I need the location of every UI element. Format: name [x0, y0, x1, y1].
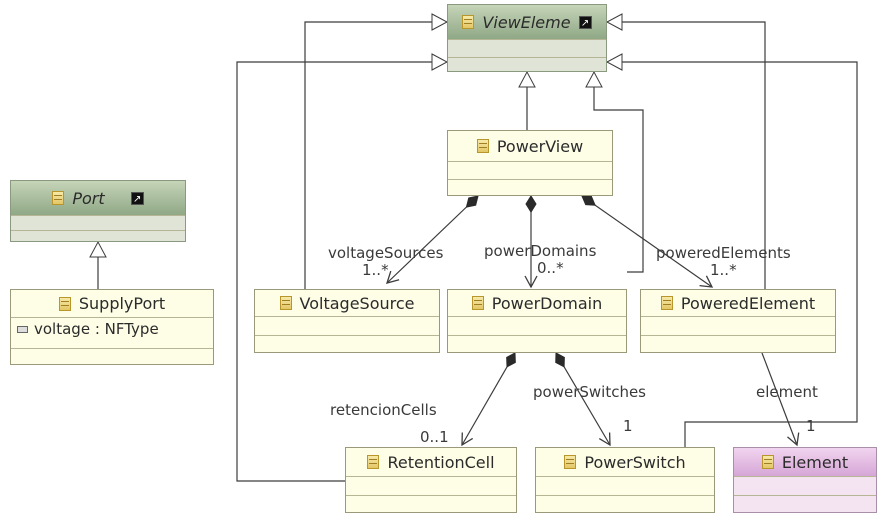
class-icon — [52, 191, 65, 205]
generalization-voltagesource — [304, 13, 449, 289]
class-name: PowerView — [496, 136, 584, 156]
class-icon — [564, 455, 577, 469]
operation-compartment — [734, 495, 876, 513]
class-name: VoltageSource — [299, 293, 415, 313]
generalization-poweredelement — [605, 13, 766, 289]
operation-compartment — [448, 179, 612, 196]
operation-compartment — [11, 348, 213, 364]
attribute-compartment — [536, 476, 714, 495]
class-icon — [476, 139, 489, 153]
operation-compartment — [11, 230, 185, 243]
class-name: SupplyPort — [78, 294, 166, 313]
mult-powerswitches: 1 — [623, 417, 633, 435]
mult-element: 1 — [806, 417, 816, 435]
class-retention-cell[interactable]: RetentionCell — [345, 447, 517, 513]
shortcut-icon: ↗ — [130, 191, 144, 205]
class-voltage-source[interactable]: VoltageSource — [254, 289, 440, 353]
class-icon — [660, 296, 673, 310]
attribute-voltage[interactable]: voltage : NFType — [11, 318, 213, 340]
attribute-compartment — [448, 316, 626, 335]
attribute-compartment — [346, 476, 516, 495]
role-voltagesources: voltageSources — [328, 244, 444, 262]
class-power-domain[interactable]: PowerDomain — [447, 289, 627, 353]
association-powerswitches — [555, 352, 611, 447]
generalization-retentioncell — [236, 53, 449, 482]
attribute-compartment: voltage : NFType — [11, 317, 213, 348]
association-retencioncells — [461, 352, 516, 447]
mult-retencioncells: 0..1 — [420, 428, 449, 446]
attribute-compartment — [448, 161, 612, 179]
operation-compartment — [448, 57, 606, 74]
class-icon — [471, 296, 484, 310]
class-view-element[interactable]: ViewEleme ↗ — [447, 4, 607, 72]
mult-voltagesources: 1..* — [362, 261, 389, 279]
class-name: PoweredElement — [680, 293, 816, 313]
operation-compartment — [346, 495, 516, 513]
role-poweredelements: poweredElements — [656, 244, 791, 262]
role-retencioncells: retencionCells — [330, 401, 437, 419]
operation-compartment — [255, 335, 439, 353]
association-element — [761, 352, 800, 447]
attribute-label: voltage : NFType — [34, 320, 159, 338]
class-icon — [279, 296, 292, 310]
operation-compartment — [641, 335, 835, 353]
operation-compartment — [448, 335, 626, 353]
role-powerswitches: powerSwitches — [533, 383, 646, 401]
class-name: Port — [72, 188, 105, 208]
attribute-icon — [17, 325, 28, 333]
class-name: PowerSwitch — [584, 452, 686, 472]
class-icon — [58, 296, 71, 311]
attribute-compartment — [255, 316, 439, 335]
class-icon — [761, 455, 774, 469]
attribute-compartment — [734, 476, 876, 495]
attribute-compartment — [448, 39, 606, 57]
association-voltagesources — [386, 195, 479, 284]
class-port[interactable]: Port ↗ — [10, 180, 186, 242]
shortcut-icon: ↗ — [578, 15, 592, 29]
association-poweredelements — [581, 195, 714, 288]
class-name: PowerDomain — [491, 293, 603, 313]
generalization-powerswitch — [605, 53, 858, 447]
role-element: element — [756, 383, 818, 401]
class-element[interactable]: Element — [733, 447, 877, 513]
class-power-switch[interactable]: PowerSwitch — [535, 447, 715, 513]
mult-poweredelements: 1..* — [710, 261, 737, 279]
class-name: Element — [781, 452, 849, 472]
class-power-view[interactable]: PowerView — [447, 130, 613, 196]
class-powered-element[interactable]: PoweredElement — [640, 289, 836, 353]
operation-compartment — [536, 495, 714, 513]
attribute-compartment — [11, 215, 185, 230]
class-name: RetentionCell — [387, 452, 495, 472]
class-supply-port[interactable]: SupplyPort voltage : NFType — [10, 289, 214, 365]
class-name: ViewEleme — [482, 12, 571, 32]
class-icon — [462, 15, 475, 29]
mult-powerdomains: 0..* — [537, 259, 564, 277]
role-powerdomains: powerDomains — [484, 242, 597, 260]
class-icon — [367, 455, 380, 469]
attribute-compartment — [641, 316, 835, 335]
